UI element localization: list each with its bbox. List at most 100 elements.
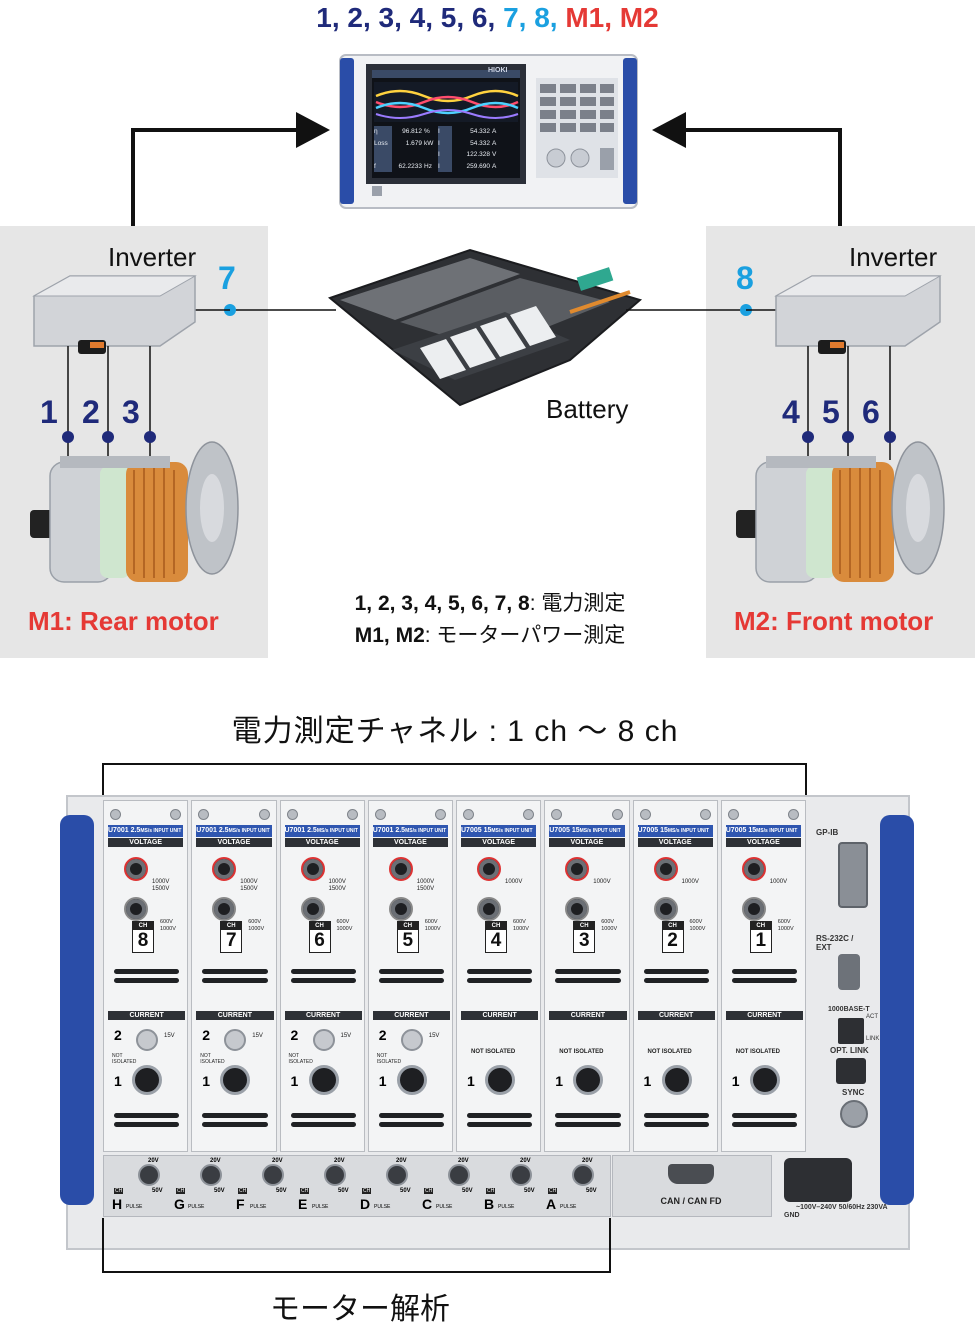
screen-row: f 62.2233 Hz I 259.690 A xyxy=(374,160,518,172)
voltage-u-terminal[interactable] xyxy=(653,857,678,881)
power-channels-label: 電力測定チャネル : 1 ch 〜 8 ch xyxy=(231,715,679,748)
probe2-voltage: 15V xyxy=(340,1033,352,1039)
rs232c-port[interactable] xyxy=(838,954,860,990)
motor-input-letter: F xyxy=(236,1196,245,1212)
v20-label: 20V xyxy=(210,1158,221,1164)
can-connector[interactable] xyxy=(668,1164,714,1184)
voltage-rating: 1000V xyxy=(593,879,611,885)
current-title: CURRENT xyxy=(108,1011,186,1020)
not-isolated-label: NOT ISOLATED xyxy=(288,1053,313,1065)
vent-slots-lower xyxy=(467,1113,533,1127)
voltage-com-terminal[interactable] xyxy=(388,897,413,921)
ch-label: CH xyxy=(176,1188,186,1194)
v20-label: 20V xyxy=(396,1158,407,1164)
probe1-terminal[interactable] xyxy=(661,1065,692,1095)
vent-slots xyxy=(378,969,444,983)
v20-label: 20V xyxy=(148,1158,159,1164)
probe1-terminal[interactable] xyxy=(220,1065,251,1095)
header-dc-channels: 7, 8, xyxy=(495,2,558,33)
vent-slots-lower xyxy=(290,1113,356,1127)
power-inlet[interactable] xyxy=(784,1158,852,1202)
screen-row: I 122.328 V xyxy=(374,149,518,161)
system-wiring-diagram xyxy=(30,54,945,583)
pulse-label: PULSE xyxy=(250,1204,267,1210)
voltage-title: VOLTAGE xyxy=(725,838,801,847)
probe1-terminal[interactable] xyxy=(573,1065,604,1095)
bnc-connector[interactable] xyxy=(324,1164,346,1186)
v50-label: 50V xyxy=(214,1188,225,1194)
vent-slots-lower xyxy=(731,1113,797,1127)
voltage-com-terminal[interactable] xyxy=(741,897,766,921)
voltage-u-terminal[interactable] xyxy=(300,857,325,881)
gpib-port[interactable] xyxy=(838,842,868,908)
screw-icon xyxy=(258,809,270,820)
bnc-connector[interactable] xyxy=(200,1164,222,1186)
module-header: U7001 2.5MS/s INPUT UNIT xyxy=(196,825,272,837)
voltage-u-terminal[interactable] xyxy=(212,857,237,881)
gpib-label: GP-IB xyxy=(816,828,839,837)
screw-icon xyxy=(435,809,446,820)
channel-number: 3 xyxy=(578,930,590,951)
probe2-terminal[interactable] xyxy=(312,1029,335,1051)
not-isolated-label: NOT ISOLATED xyxy=(647,1049,692,1055)
rear-motor xyxy=(30,441,239,583)
vent-slots-lower xyxy=(114,1113,180,1127)
opt-link-port[interactable] xyxy=(836,1058,866,1084)
probe1-terminal[interactable] xyxy=(308,1065,339,1095)
voltage-com-terminal[interactable] xyxy=(124,897,148,921)
module-header: U7001 2.5MS/s INPUT UNIT xyxy=(108,825,184,837)
bnc-connector[interactable] xyxy=(510,1164,532,1186)
voltage-com-terminal[interactable] xyxy=(212,897,237,921)
module-header: U7005 15MS/s INPUT UNIT xyxy=(549,825,625,837)
motor-analysis-label: モーター解析 xyxy=(270,1293,450,1326)
sync-port[interactable] xyxy=(840,1100,868,1128)
v50-label: 50V xyxy=(462,1188,473,1194)
phase-probe-3 xyxy=(144,431,156,443)
screw-icon xyxy=(374,809,386,820)
motor-analysis-bracket xyxy=(102,1218,611,1273)
voltage-com-terminal[interactable] xyxy=(300,897,325,921)
header-channel-list: 1, 2, 3, 4, 5, 6, 7, 8, M1, M2 xyxy=(0,2,975,34)
probe2-terminal[interactable] xyxy=(224,1029,247,1051)
probe1-terminal[interactable] xyxy=(485,1065,515,1095)
bnc-connector[interactable] xyxy=(386,1164,408,1186)
probe2-terminal[interactable] xyxy=(400,1029,423,1051)
voltage-com-terminal[interactable] xyxy=(653,897,678,921)
voltage-title: VOLTAGE xyxy=(284,838,360,847)
voltage-u-terminal[interactable] xyxy=(388,857,413,881)
not-isolated-label: NOT ISOLATED xyxy=(735,1049,780,1055)
channel-badge: CH 3 xyxy=(573,921,596,953)
screen-row: η 96.812 % I 54.332 A xyxy=(374,126,518,138)
probe1-terminal[interactable] xyxy=(396,1065,427,1095)
bnc-connector[interactable] xyxy=(448,1164,470,1186)
channel-badge: CH 2 xyxy=(661,921,684,953)
channel-badge: CH 7 xyxy=(220,921,243,953)
voltage-com-terminal[interactable] xyxy=(565,897,590,921)
pulse-label: PULSE xyxy=(436,1204,453,1210)
voltage-u-terminal[interactable] xyxy=(477,857,501,881)
voltage-u-terminal[interactable] xyxy=(741,857,766,881)
ch-label: CH xyxy=(238,1188,248,1194)
probe1-terminal[interactable] xyxy=(132,1065,162,1095)
bnc-connector[interactable] xyxy=(572,1164,594,1186)
bnc-connector[interactable] xyxy=(262,1164,284,1186)
probe1-terminal[interactable] xyxy=(749,1065,780,1095)
phase-probe-5 xyxy=(842,431,854,443)
lan-port[interactable] xyxy=(838,1018,864,1044)
voltage-u-terminal[interactable] xyxy=(124,857,148,881)
motor-input-channel: 20V 50V CH E PULSE xyxy=(294,1158,356,1214)
channel-number: 5 xyxy=(402,930,414,951)
bnc-connector[interactable] xyxy=(138,1164,160,1186)
v50-label: 50V xyxy=(276,1188,287,1194)
left-blue-rail xyxy=(60,815,94,1205)
probe2-terminal[interactable] xyxy=(136,1029,158,1051)
voltage-u-terminal[interactable] xyxy=(565,857,590,881)
header-motor-channels: M1, M2 xyxy=(557,2,659,33)
voltage-title: VOLTAGE xyxy=(461,838,537,847)
voltage-com-terminal[interactable] xyxy=(477,897,501,921)
